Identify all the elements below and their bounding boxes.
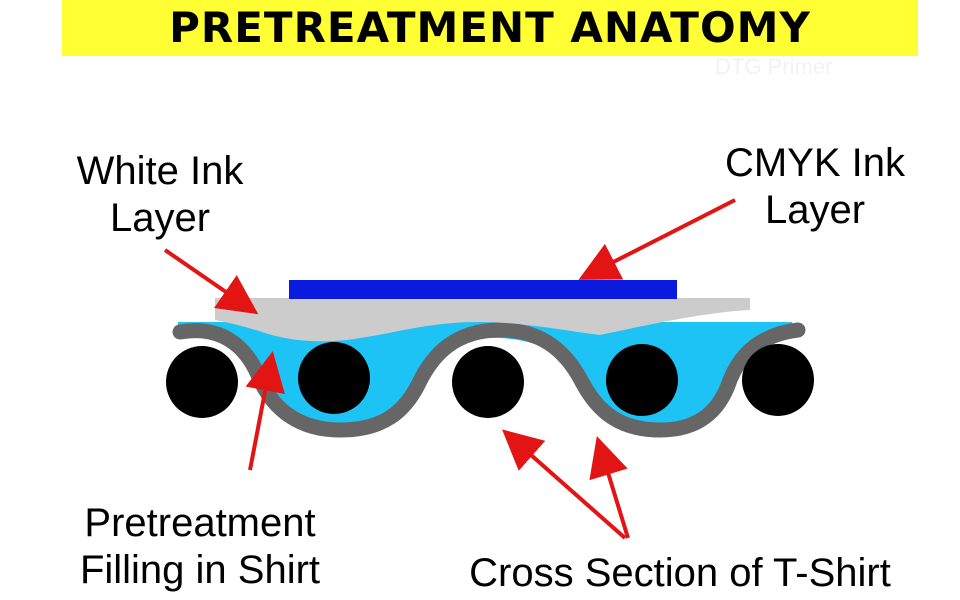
fiber-2 bbox=[298, 342, 370, 414]
label-line: Layer bbox=[109, 196, 211, 240]
label-line: Layer bbox=[764, 188, 866, 232]
label-line: Cross Section of T-Shirt bbox=[469, 551, 891, 595]
watermark: DTG Primer bbox=[715, 54, 833, 79]
label-cross-section: Cross Section of T-Shirt bbox=[420, 550, 940, 597]
label-line: White Ink bbox=[76, 149, 244, 193]
page-title: PRETREATMENT ANATOMY bbox=[169, 3, 811, 52]
label-line: Pretreatment bbox=[84, 501, 316, 545]
fiber-1 bbox=[166, 346, 238, 418]
arrow-white-ink bbox=[163, 248, 259, 315]
arrow-pretreatment bbox=[245, 351, 285, 471]
label-line: CMYK Ink bbox=[724, 141, 906, 185]
label-cmyk-ink-layer: CMYK Ink Layer bbox=[690, 140, 940, 234]
label-pretreatment-filling: Pretreatment Filling in Shirt bbox=[40, 500, 360, 594]
arrow-cmyk-ink bbox=[578, 198, 736, 280]
cmyk-ink-layer bbox=[289, 280, 677, 299]
arrow-cross-section-right bbox=[589, 436, 630, 539]
arrow-cross-section-left bbox=[502, 429, 627, 540]
label-white-ink-layer: White Ink Layer bbox=[40, 148, 280, 242]
fiber-5 bbox=[742, 344, 814, 416]
fabric-cross-section bbox=[172, 322, 806, 438]
fiber-4 bbox=[606, 344, 678, 416]
label-line: Filling in Shirt bbox=[79, 548, 321, 592]
fiber-3 bbox=[452, 346, 524, 418]
title-banner: PRETREATMENT ANATOMY bbox=[62, 0, 918, 56]
white-ink-layer bbox=[215, 298, 750, 342]
